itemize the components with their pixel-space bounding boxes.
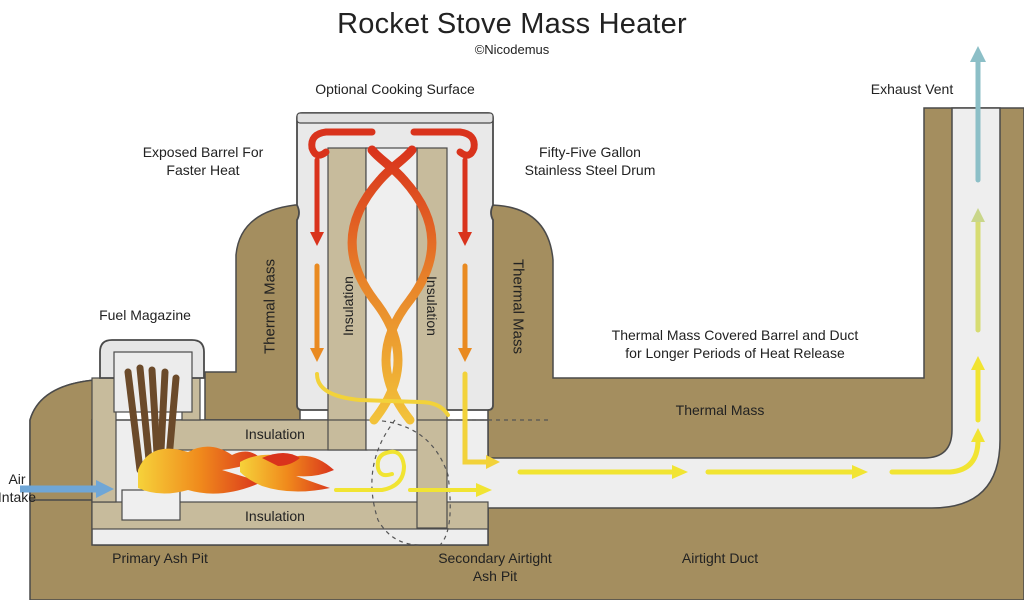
duct-flow-arrows	[517, 428, 985, 479]
credit-text: ©Nicodemus	[474, 42, 550, 57]
label-covered-barrel: Thermal Mass Covered Barrel and Duct for…	[611, 327, 859, 361]
label-thermal-mass-bottom: Thermal Mass	[675, 402, 765, 418]
riser-heat-ribbons	[347, 145, 437, 425]
combustion-flames	[138, 446, 334, 494]
label-primary-ash-pit: Primary Ash Pit	[112, 550, 208, 566]
label-thermal-mass-right: Thermal Mass	[509, 258, 527, 355]
primary-ash-pit-box	[121, 489, 181, 521]
label-fuel-magazine: Fuel Magazine	[99, 307, 191, 323]
ash-pit-swirl	[334, 449, 492, 497]
insulation-feed-left	[91, 377, 117, 503]
label-insulation-top: Insulation	[245, 426, 305, 442]
label-drum: Fifty-Five Gallon Stainless Steel Drum	[524, 144, 656, 178]
label-exposed-barrel: Exposed Barrel For Faster Heat	[142, 144, 264, 178]
downdraft-arrows	[310, 157, 500, 469]
exhaust-arrows	[970, 46, 986, 423]
label-insulation-left: Insulation	[340, 276, 356, 336]
label-thermal-mass-left: Thermal Mass	[261, 258, 279, 355]
cooking-surface	[296, 112, 494, 124]
label-cooking-surface: Optional Cooking Surface	[315, 81, 475, 97]
label-secondary-ash-pit: Secondary Airtight Ash Pit	[438, 550, 552, 584]
label-air-intake: Air Intake	[0, 471, 37, 505]
air-intake-arrow	[20, 480, 114, 498]
top-curl-arrows	[308, 128, 478, 159]
label-airtight-duct: Airtight Duct	[681, 550, 759, 566]
label-exhaust-vent: Exhaust Vent	[870, 81, 954, 97]
diagram-title: Rocket Stove Mass Heater	[337, 8, 687, 40]
label-insulation-right: Insulation	[424, 276, 440, 336]
thermal-mass-left	[204, 204, 301, 421]
label-insulation-bottom: Insulation	[245, 508, 305, 524]
